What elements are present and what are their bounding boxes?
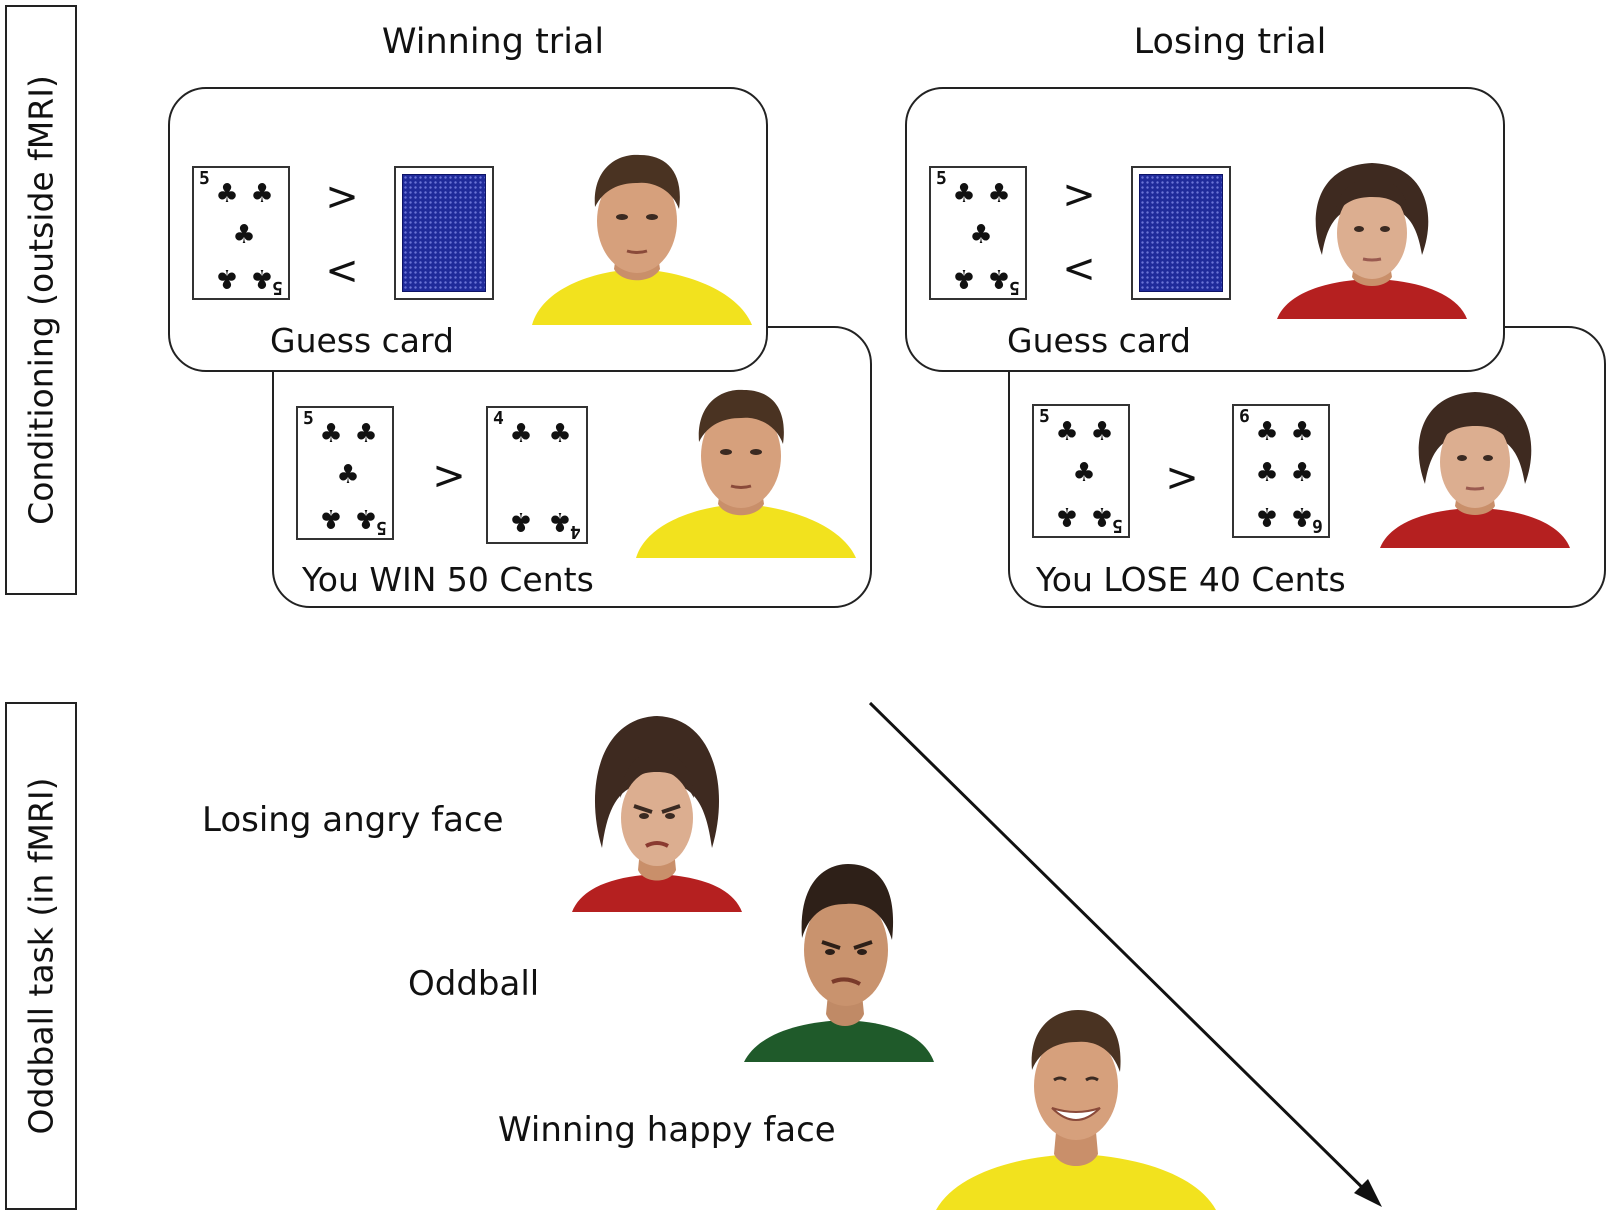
greater-than-symbol: >	[1165, 455, 1199, 501]
woman-neutral-portrait	[1277, 163, 1467, 319]
greater-than-symbol: >	[1062, 172, 1096, 218]
oddball-label-text: Oddball task (in fMRI)	[21, 777, 61, 1135]
woman-neutral-portrait	[1380, 392, 1570, 548]
woman-angry-portrait	[572, 716, 742, 912]
winning-trial-heading: Winning trial	[381, 22, 605, 62]
card-five-clubs: 5 5 ♣ ♣ ♣ ♣ ♣	[1032, 404, 1130, 538]
win-guess-panel: 5 5 ♣ ♣ ♣ ♣ ♣ > < Guess card	[168, 87, 768, 372]
conditioning-side-label: Conditioning (outside fMRI)	[5, 5, 77, 595]
conditioning-label-text: Conditioning (outside fMRI)	[21, 75, 61, 525]
lose-guess-caption: Guess card	[1007, 321, 1191, 360]
time-arrow	[868, 701, 1382, 1207]
oddball-label: Oddball	[408, 964, 540, 1004]
winning-happy-face-label: Winning happy face	[498, 1110, 836, 1150]
card-five-clubs: 5 5 ♣ ♣ ♣ ♣ ♣	[296, 406, 394, 540]
win-result-caption: You WIN 50 Cents	[302, 560, 594, 599]
less-than-symbol: <	[325, 248, 359, 294]
card-four-clubs: 4 4 ♣ ♣ ♣ ♣	[486, 406, 588, 544]
man-neutral-portrait	[636, 389, 856, 558]
man-disgust-portrait	[744, 864, 934, 1062]
greater-than-symbol: >	[432, 453, 466, 499]
oddball-side-label: Oddball task (in fMRI)	[5, 702, 77, 1210]
win-guess-caption: Guess card	[270, 321, 454, 360]
greater-than-symbol: >	[325, 174, 359, 220]
card-five-clubs: 5 5 ♣ ♣ ♣ ♣ ♣	[929, 166, 1027, 300]
losing-trial-heading: Losing trial	[1133, 22, 1327, 62]
lose-result-caption: You LOSE 40 Cents	[1036, 560, 1346, 599]
card-five-clubs: 5 5 ♣ ♣ ♣ ♣ ♣	[192, 166, 290, 300]
losing-angry-face-label: Losing angry face	[202, 800, 504, 840]
lose-result-panel: 5 5 ♣ ♣ ♣ ♣ ♣ > 6 6 ♣ ♣ ♣ ♣ ♣ ♣ You LOSE…	[1008, 326, 1606, 608]
man-happy-portrait	[936, 1010, 1216, 1210]
less-than-symbol: <	[1062, 246, 1096, 292]
lose-guess-panel: 5 5 ♣ ♣ ♣ ♣ ♣ > < Guess card	[905, 87, 1505, 372]
card-back	[394, 166, 494, 300]
card-six-clubs: 6 6 ♣ ♣ ♣ ♣ ♣ ♣	[1232, 404, 1330, 538]
man-neutral-portrait	[532, 154, 752, 325]
win-result-panel: 5 5 ♣ ♣ ♣ ♣ ♣ > 4 4 ♣ ♣ ♣ ♣ You WIN 50 C…	[272, 326, 872, 608]
card-back	[1131, 166, 1231, 300]
